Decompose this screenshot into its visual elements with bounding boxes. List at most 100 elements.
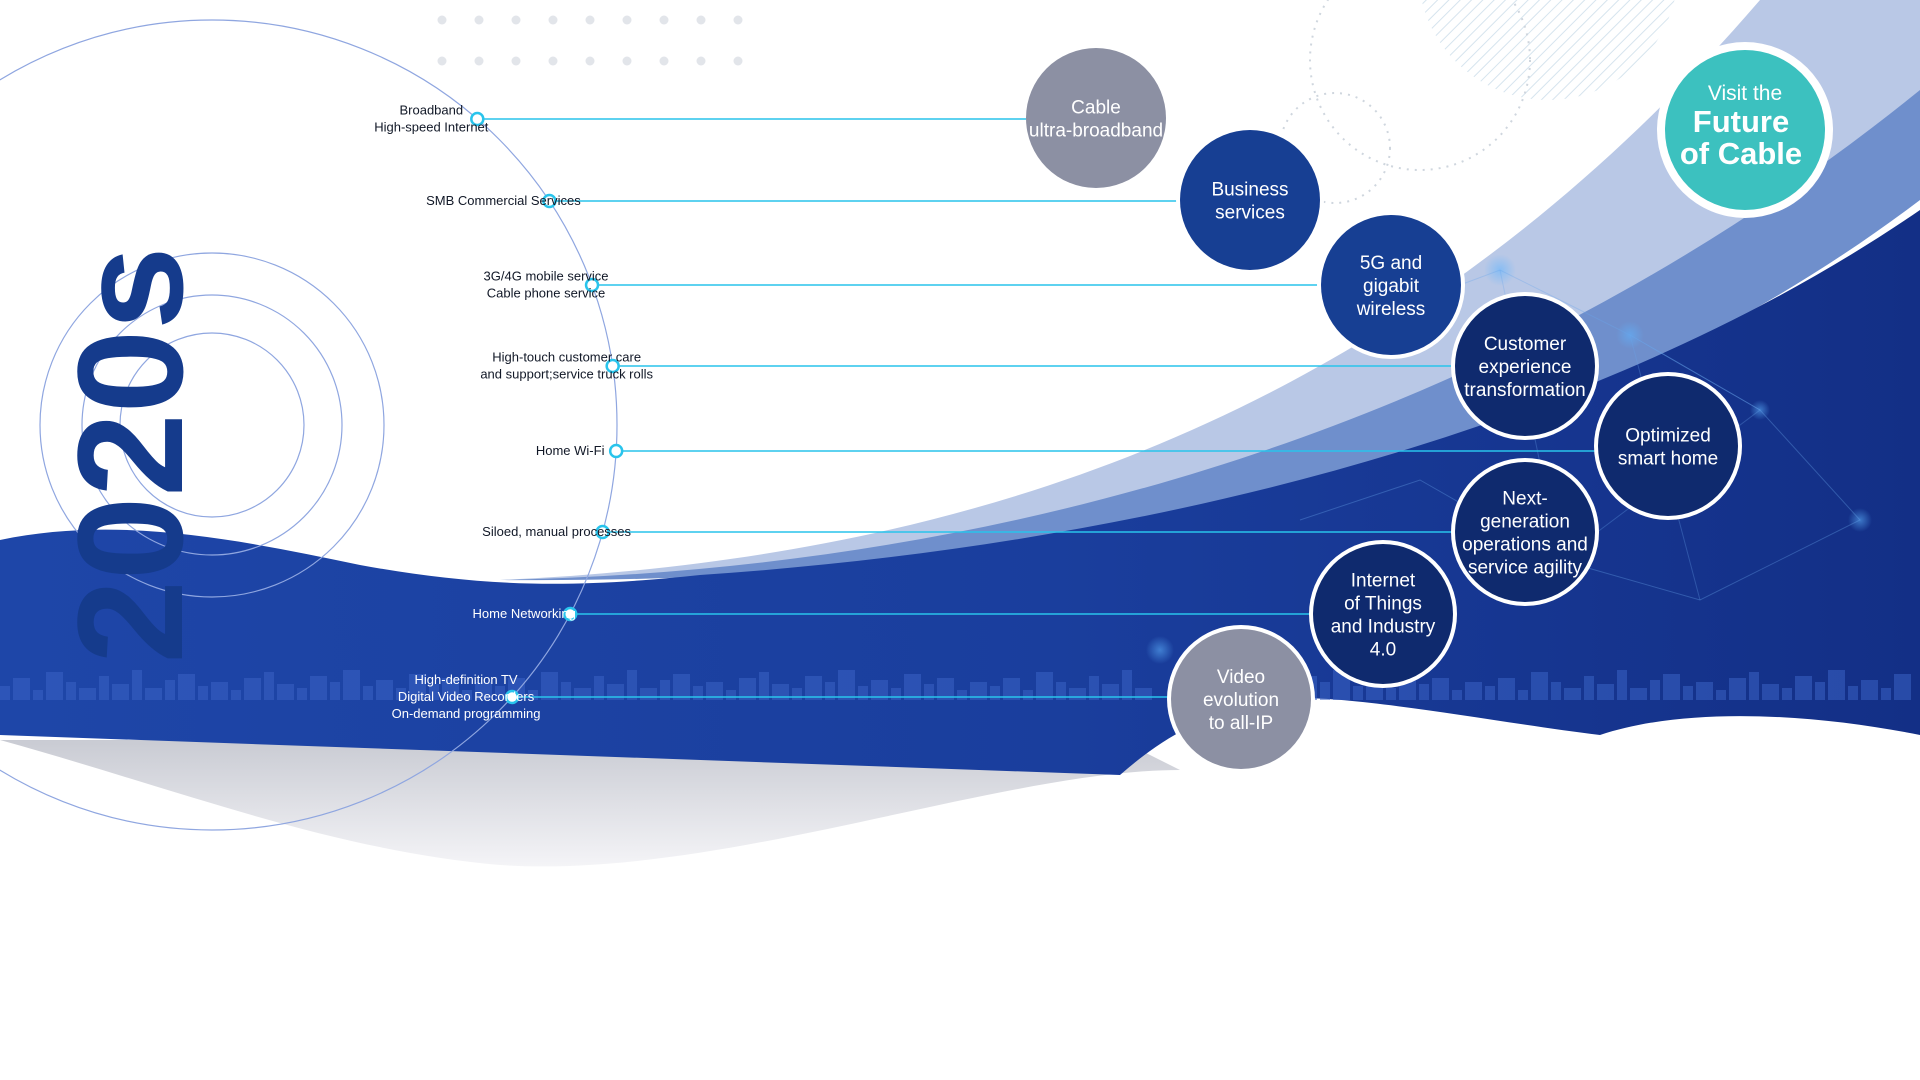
skyline-building — [990, 686, 1000, 700]
concentric-rings — [0, 19, 618, 831]
legacy-service-label: Home Networking — [473, 606, 576, 621]
skyline-building — [1650, 680, 1660, 700]
decade-title: 2020s — [46, 246, 214, 663]
skyline-building — [726, 690, 736, 700]
skyline-building — [0, 686, 10, 700]
skyline-building — [1597, 684, 1614, 700]
grid-dot — [511, 15, 521, 25]
skyline-building — [363, 686, 373, 700]
skyline-building — [330, 682, 340, 700]
timeline-marker — [608, 443, 624, 459]
skyline-building — [1056, 682, 1066, 700]
skyline-building — [310, 676, 327, 700]
skyline-building — [1069, 688, 1086, 700]
skyline-building — [1320, 682, 1330, 700]
future-service-label: Cable — [1071, 98, 1121, 119]
skyline-building — [957, 690, 967, 700]
future-service-label: operations and — [1462, 535, 1588, 556]
skyline-building — [924, 684, 934, 700]
future-service-label: evolution — [1203, 690, 1279, 711]
legacy-service-label: High-touch customer care — [492, 350, 641, 365]
timeline-marker — [470, 111, 485, 127]
grid-dot — [696, 15, 706, 25]
grid-dot — [733, 15, 743, 25]
skyline-building — [211, 682, 228, 700]
skyline-building — [1663, 674, 1680, 700]
visit-future-of-cable-button[interactable]: Visit the Future of Cable — [1657, 42, 1833, 218]
skyline-building — [1716, 690, 1726, 700]
skyline-building — [409, 674, 426, 700]
skyline-building — [33, 690, 43, 700]
grid-dot — [474, 15, 484, 25]
skyline-building — [1848, 686, 1858, 700]
grid-dot — [585, 56, 595, 66]
skyline-building — [1584, 676, 1594, 700]
skyline-building — [1003, 678, 1020, 700]
future-service-label: smart home — [1618, 449, 1718, 470]
skyline-building — [1683, 686, 1693, 700]
hatch-circle — [1421, 0, 1675, 100]
skyline-building — [1861, 680, 1878, 700]
skyline-building — [79, 688, 96, 700]
grid-dot — [437, 56, 447, 66]
grid-dot — [659, 15, 669, 25]
bubble-circle — [1455, 296, 1595, 436]
legacy-service-label: Home Wi-Fi — [536, 443, 605, 458]
future-service-label: transformation — [1464, 380, 1585, 401]
legacy-service-label: Siloed, manual processes — [482, 524, 631, 539]
shadow-swoosh — [0, 740, 1180, 867]
skyline-building — [772, 684, 789, 700]
skyline-building — [99, 676, 109, 700]
skyline-building — [1881, 688, 1891, 700]
future-service-label: Customer — [1484, 334, 1567, 355]
skyline-building — [541, 672, 558, 700]
grid-dot — [696, 56, 706, 66]
skyline-building — [178, 674, 195, 700]
timeline-marker — [542, 193, 557, 209]
grid-dot — [659, 56, 669, 66]
skyline-building — [1729, 678, 1746, 700]
bubble-circle — [1455, 462, 1595, 602]
skyline-building — [429, 684, 439, 700]
skyline-building — [13, 678, 30, 700]
skyline-building — [1386, 688, 1396, 700]
grid-dot — [548, 56, 558, 66]
legacy-service-label: High-speed Internet — [374, 120, 489, 135]
grid-dot — [548, 15, 558, 25]
grid-dot — [622, 56, 632, 66]
legacy-service-label: and support;service truck rolls — [480, 367, 653, 382]
skyline-building — [66, 682, 76, 700]
bubble-circle — [1321, 215, 1461, 355]
skyline-building — [891, 688, 901, 700]
skyline-building — [673, 674, 690, 700]
dotted-circle — [1279, 92, 1391, 204]
skyline-building — [858, 686, 868, 700]
skyline-building — [660, 680, 670, 700]
skyline-building — [1564, 688, 1581, 700]
future-service-label: Next- — [1502, 489, 1547, 510]
bubble-circle — [1026, 48, 1166, 188]
skyline-building — [1353, 686, 1363, 700]
skyline-building — [1630, 688, 1647, 700]
dotted-circle — [1309, 0, 1531, 171]
future-service-label: service agility — [1468, 558, 1583, 579]
legacy-service-label: Digital Video Recorders — [398, 689, 535, 704]
skyline-building — [937, 678, 954, 700]
skyline-building — [640, 688, 657, 700]
skyline-building — [132, 670, 142, 700]
grid-dot — [622, 15, 632, 25]
skyline-building — [1749, 672, 1759, 700]
future-service-label: and Industry — [1331, 617, 1436, 638]
bubble-circle — [1180, 130, 1320, 270]
legacy-service-label: Cable phone service — [487, 286, 606, 301]
skyline-building — [1089, 676, 1099, 700]
skyline-building — [1419, 684, 1429, 700]
timeline-marker — [504, 689, 520, 705]
future-service-label: wireless — [1356, 299, 1426, 320]
